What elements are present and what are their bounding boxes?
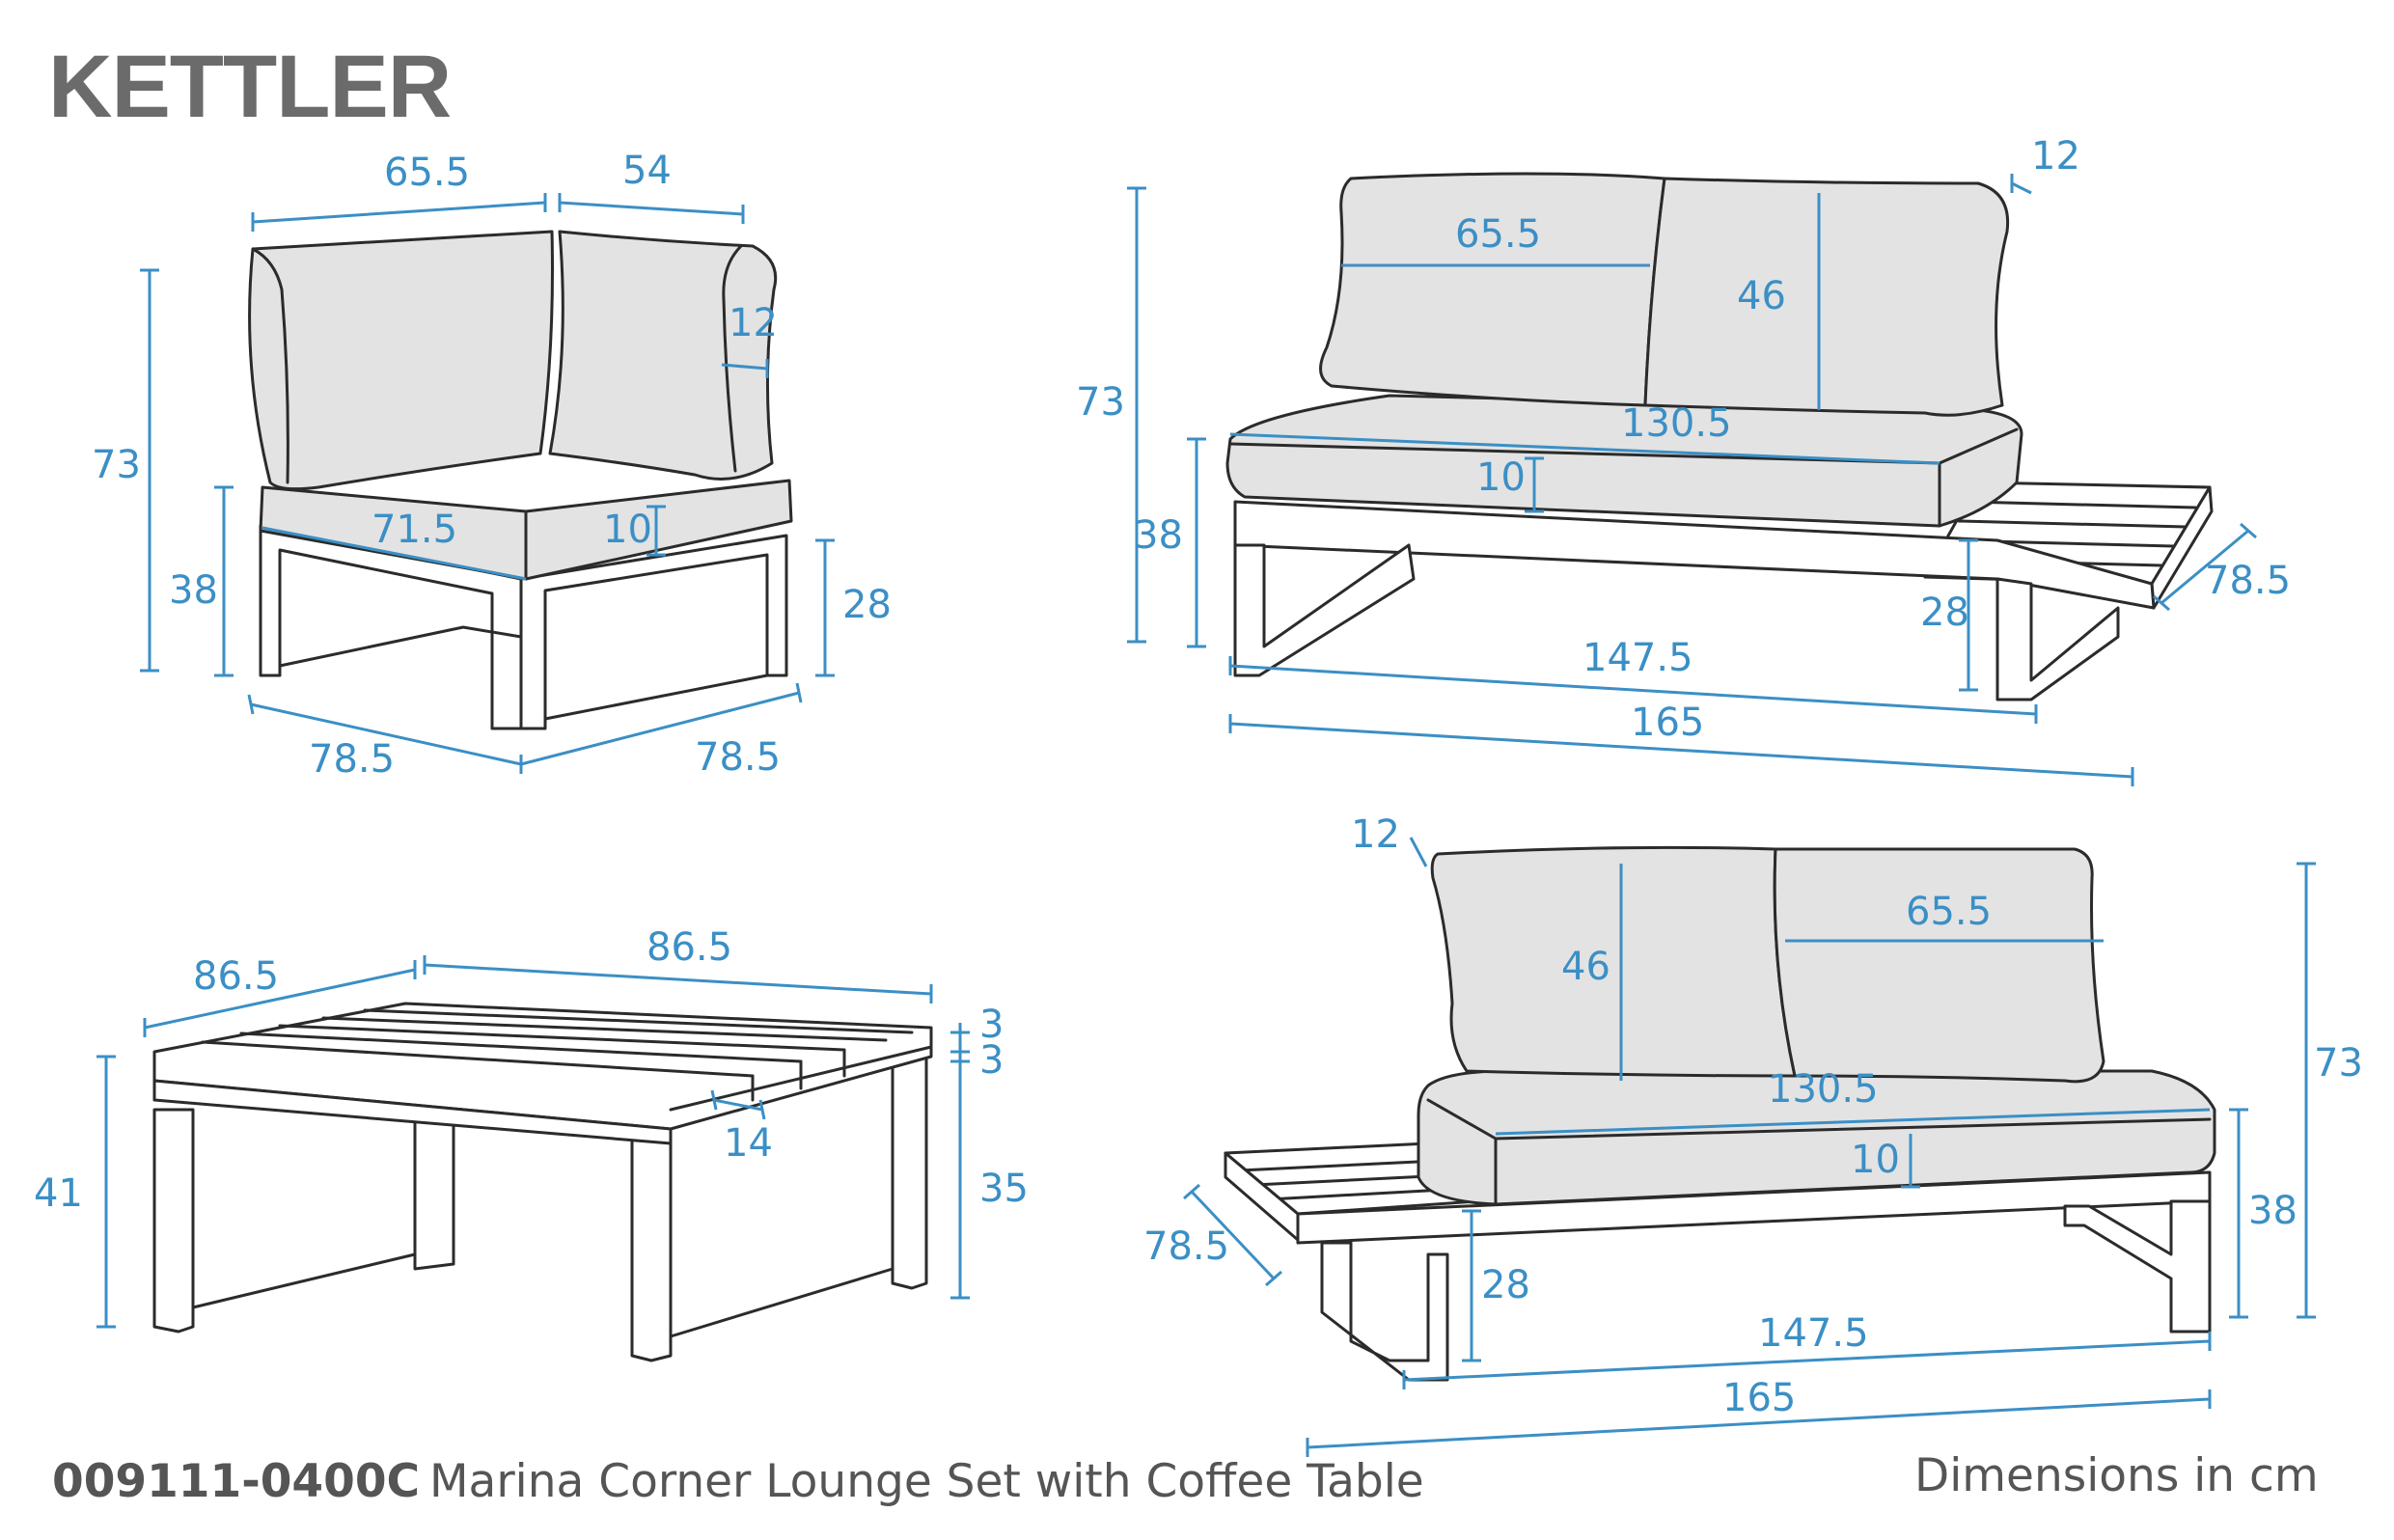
coffee-table-rim-thickness: 3 [979,1038,1004,1083]
corner-chair-frame-right [519,534,788,730]
dimension-lines [96,174,2316,1457]
corner-chair-seat-height: 38 [169,568,218,613]
sofa-left-backrest-right [1643,177,2010,417]
coffee-table-slat-width: 14 [724,1121,773,1166]
sofa-left-cushion-thickness: 10 [1476,455,1526,500]
sofa-left-seat-height: 38 [1134,513,1183,558]
sofa-right-frame-length: 147.5 [1758,1311,1869,1356]
coffee-table-total-height: 41 [34,1171,83,1216]
sofa-right-cushion-width: 65.5 [1906,890,1992,934]
coffee-table-leg-front-right [630,1127,673,1362]
sofa-right-side-table-height: 28 [1481,1263,1530,1307]
corner-chair [248,230,793,730]
coffee-table-leg-back-right [891,1055,928,1290]
sofa-left-leg-right [1995,577,2120,701]
sofa-right-seat-height: 38 [2248,1189,2298,1233]
corner-chair-back-thickness: 12 [729,301,778,345]
corner-chair-seat-depth: 71.5 [371,508,457,552]
sofa-right-side-table-depth: 78.5 [1143,1224,1229,1269]
sofa-right-leg-right [2063,1199,2212,1334]
sofa-left-total-height: 73 [1076,380,1125,425]
corner-chair-backrest-left [248,230,554,491]
sofa-right-back-height: 46 [1561,945,1610,989]
coffee-table-leg-front-left [152,1108,195,1334]
coffee-table-leg-back-left [413,1117,455,1271]
corner-chair-width-left: 78.5 [309,737,395,782]
sofa-left-back-height: 46 [1737,274,1786,318]
sofa-right-total-height: 73 [2314,1041,2363,1086]
coffee-table-leg-height: 35 [979,1167,1029,1211]
sofa-left-total-length: 165 [1631,701,1704,745]
sofa-right-backrest-right [1773,847,2105,1084]
product-code: 009111-0400C [52,1455,421,1508]
sofa-left-side-table-height: 28 [1920,591,1969,635]
corner-chair-backrest-right [548,230,778,481]
product-title: Marina Corner Lounge Set with Coffee Tab… [429,1455,1424,1508]
sofa-left-back-thickness: 12 [2031,134,2080,179]
coffee-table [152,1002,933,1362]
sofa-left-cushion-width: 65.5 [1455,212,1541,257]
sofa-left [1225,172,2214,701]
corner-chair-frame-height: 28 [842,583,892,627]
sofa-left-seat-width: 130.5 [1621,401,1732,446]
coffee-table-width-right: 86.5 [647,925,732,970]
sofa-left-leg-left [1233,543,1416,677]
sofa-right-cushion-thickness: 10 [1851,1138,1900,1182]
corner-chair-cushion-thickness: 10 [603,508,652,552]
sofa-right-back-thickness: 12 [1351,812,1400,857]
sofa-right-seat-width: 130.5 [1768,1067,1879,1112]
corner-chair-back-width-left: 65.5 [384,151,470,195]
sofa-left-seat-cushion [1225,394,2023,528]
corner-chair-back-width-right: 54 [622,149,672,193]
units-note: Dimensions in cm [1914,1449,2319,1502]
sofa-right-total-length: 165 [1722,1376,1796,1420]
corner-chair-width-right: 78.5 [695,735,781,780]
sofa-left-frame-length: 147.5 [1582,636,1693,680]
sofa-left-backrest-left [1319,172,1666,407]
sofa-left-side-table-depth: 78.5 [2205,559,2291,603]
dimension-labels: 65.5 54 73 12 38 71.5 10 28 78.5 78.5 12… [34,134,2363,1420]
coffee-table-width-left: 86.5 [193,954,279,999]
sofa-right-leg-left [1320,1241,1449,1382]
corner-chair-total-height: 73 [92,443,141,487]
kettler-logo: KETTLER [48,38,452,136]
coffee-table-top-thickness: 3 [979,1003,1004,1047]
sofa-right [1224,845,2216,1382]
sofa-right-backrest-left [1430,845,1797,1078]
